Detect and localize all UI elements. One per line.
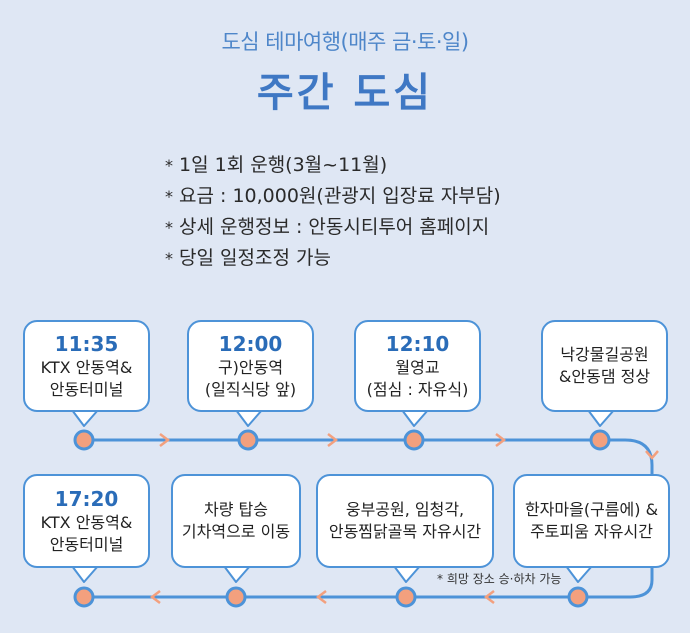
chevron-right-icon (159, 433, 171, 447)
stop-label: 안동터미널 (49, 535, 124, 554)
page-title: 주간 도심 (256, 70, 434, 116)
stop-label: 한자마을(구름에) & (524, 500, 659, 519)
stop-label: 구)안동역 (217, 358, 284, 377)
stop-label: &안동댐 정상 (558, 367, 651, 386)
stop-label: 기차역으로 이동 (181, 522, 291, 541)
stop-dot (395, 586, 417, 608)
card-pointer (71, 409, 99, 427)
info-text: 당일 일정조정 가능 (179, 247, 331, 269)
card-pointer (565, 565, 593, 583)
stop-label: 월영교 (395, 358, 440, 377)
info-item: * 요금 : 10,000원(관광지 입장료 자부담) (165, 181, 501, 212)
stop-dot (237, 429, 259, 451)
info-list: * 1일 1회 운행(3월~11월) * 요금 : 10,000원(관광지 입장료 … (165, 150, 501, 274)
bullet-star: * (165, 156, 173, 175)
card-pointer (587, 409, 615, 427)
stop-label: 안동찜닭골목 자유시간 (328, 522, 482, 541)
info-item: * 당일 일정조정 가능 (165, 243, 501, 274)
info-text: 상세 운행정보 : 안동시티투어 홈페이지 (179, 216, 490, 238)
stop-dot (225, 586, 247, 608)
bullet-star: * (165, 218, 173, 237)
stop-dot (73, 429, 95, 451)
stop-dot (589, 429, 611, 451)
stop-label: 낙강물길공원 (560, 345, 649, 364)
stop-label: (점심 : 자유식) (366, 380, 469, 399)
subtitle: 도심 테마여행(매주 금·토·일) (221, 30, 469, 54)
card-pointer (223, 565, 251, 583)
stop-card: 11:35 KTX 안동역& 안동터미널 (23, 320, 150, 412)
bullet-star: * (165, 187, 173, 206)
stop-dot (567, 586, 589, 608)
pickup-note: * 희망 장소 승·하차 가능 (437, 572, 562, 586)
stop-label: 웅부공원, 임청각, (345, 500, 465, 519)
stop-time: 11:35 (54, 332, 119, 356)
bullet-star: * (165, 249, 173, 268)
stop-card: 한자마을(구름에) & 주토피움 자유시간 (513, 474, 670, 568)
card-pointer (393, 565, 421, 583)
chevron-left-icon (149, 590, 161, 604)
stop-label: KTX 안동역& (40, 513, 133, 532)
route-line (84, 438, 654, 599)
stop-time: 12:00 (218, 332, 283, 356)
stop-card: 웅부공원, 임청각, 안동찜닭골목 자유시간 (316, 474, 494, 568)
stop-time: 17:20 (54, 487, 119, 511)
card-pointer (71, 565, 99, 583)
stop-label: 주토피움 자유시간 (530, 522, 653, 541)
stop-dot (73, 586, 95, 608)
chevron-right-icon (327, 433, 339, 447)
chevron-left-icon (315, 590, 327, 604)
stop-card: 17:20 KTX 안동역& 안동터미널 (23, 474, 150, 568)
stop-time: 12:10 (385, 332, 450, 356)
card-pointer (401, 409, 429, 427)
stop-card: 차량 탑승 기차역으로 이동 (171, 474, 301, 568)
info-item: * 상세 운행정보 : 안동시티투어 홈페이지 (165, 212, 501, 243)
chevron-left-icon (483, 590, 495, 604)
stop-card: 12:00 구)안동역 (일직식당 앞) (187, 320, 314, 412)
stop-label: KTX 안동역& (40, 358, 133, 377)
stop-card: 낙강물길공원 &안동댐 정상 (541, 320, 668, 412)
card-pointer (235, 409, 263, 427)
stop-dot (403, 429, 425, 451)
info-item: * 1일 1회 운행(3월~11월) (165, 150, 501, 181)
info-text: 요금 : 10,000원(관광지 입장료 자부담) (179, 185, 501, 207)
stop-label: 안동터미널 (49, 380, 124, 399)
chevron-down-icon (645, 450, 659, 460)
stop-label: 차량 탑승 (204, 500, 268, 519)
stop-label: (일직식당 앞) (204, 380, 297, 399)
chevron-right-icon (495, 433, 507, 447)
stop-card: 12:10 월영교 (점심 : 자유식) (354, 320, 481, 412)
info-text: 1일 1회 운행(3월~11월) (179, 154, 388, 176)
